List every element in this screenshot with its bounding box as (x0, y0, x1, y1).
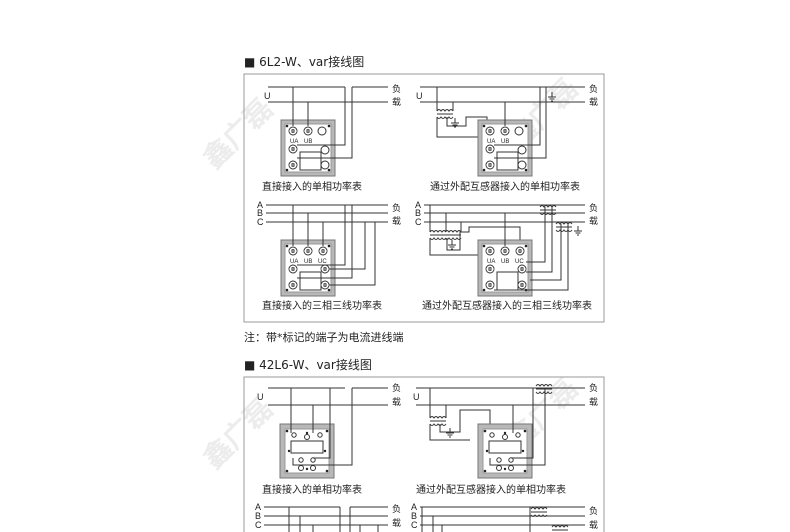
diagram-caption: 直接接入的单相功率表 (262, 180, 362, 193)
line-label-c: C (257, 217, 264, 227)
diagram-caption: 通过外配互感器接入的三相三线功率表 (422, 299, 592, 312)
diagram-single-phase-ct: U 负 载 UA UB 通过外配互感器接入的单相功率表 (416, 83, 598, 193)
line-label-u: U (416, 91, 423, 101)
diagram-caption: 通过外配互感器接入的单相功率表 (430, 180, 580, 193)
line-label-c: C (255, 520, 262, 530)
load-label: 负 (589, 83, 598, 94)
diagram-three-phase-direct: A B C 负 载 UA UB UC 直接接入的三相三线功率表 (257, 200, 401, 312)
terminal-label: UC (318, 259, 327, 265)
transformer-icon (555, 222, 573, 232)
load-label: 负 (392, 503, 401, 514)
load-label: 负 (392, 382, 401, 393)
load-label: 载 (589, 96, 598, 107)
load-label: 负 (589, 202, 598, 213)
transformer-icon (429, 416, 447, 426)
terminal-label: UB (501, 139, 509, 145)
watermark-left-2: 鑫广磊 (197, 392, 280, 475)
line-label-b: B (257, 208, 263, 218)
line-label-a: A (255, 502, 261, 512)
diagram-caption: 直接接入的单相功率表 (262, 483, 362, 496)
diagram-caption: 直接接入的三相三线功率表 (262, 299, 382, 312)
terminal-label: UB (501, 259, 509, 265)
load-label: 载 (392, 96, 401, 107)
load-label: 负 (392, 83, 401, 94)
power-meter (477, 423, 533, 479)
power-meter (279, 423, 335, 479)
transformer-icon (551, 525, 569, 532)
transformer-icon (436, 109, 454, 119)
line-label-u: U (257, 392, 264, 402)
transformer-icon (429, 230, 447, 240)
line-label-a: A (411, 502, 417, 512)
terminal-label: UB (304, 259, 312, 265)
line-label-b: B (415, 208, 421, 218)
line-label-a: A (415, 200, 421, 210)
line-label-u: U (264, 91, 271, 101)
diagram-42l6-single-phase-ct: U 负 载 通过外配互感器接入的单相功率表 (413, 382, 598, 496)
line-label-c: C (415, 217, 422, 227)
terminal-label: UA (487, 139, 495, 145)
transformer-icon (530, 507, 548, 517)
terminal-label: UA (290, 139, 298, 145)
watermark-left-1: 鑫广磊 (197, 92, 280, 175)
diagram-caption: 通过外配互感器接入的单相功率表 (416, 483, 566, 496)
load-label: 载 (589, 396, 598, 407)
line-label-a: A (257, 200, 263, 210)
section-title-6l2: ■ 6L2-W、var接线图 (244, 54, 364, 69)
line-label-c: C (411, 520, 418, 530)
diagram-42l6-three-phase-partial: A B C 负 载 A B C 负 载 (255, 502, 598, 532)
diagram-box-42l6 (243, 376, 605, 532)
section-title-42l6: ■ 42L6-W、var接线图 (244, 357, 372, 372)
load-label: 载 (589, 215, 598, 226)
terminal-label: UB (304, 139, 312, 145)
diagram-box-6l2 (243, 73, 605, 323)
terminal-label: UC (515, 259, 524, 265)
note-text: 注：带*标记的端子为电流进线端 (244, 330, 404, 344)
line-label-u: U (413, 392, 420, 402)
load-label: 负 (589, 505, 598, 516)
line-label-b: B (255, 511, 261, 521)
load-label: 负 (392, 202, 401, 213)
terminal-label: UA (290, 259, 298, 265)
line-label-b: B (411, 511, 417, 521)
load-label: 负 (589, 382, 598, 393)
load-label: 载 (392, 517, 401, 528)
diagram-three-phase-ct: A B C 负 载 UA UB UC 通过外配互感器接入的三相三线功率表 (415, 200, 598, 312)
load-label: 载 (392, 215, 401, 226)
load-label: 载 (392, 396, 401, 407)
terminal-label: UA (487, 259, 495, 265)
diagram-42l6-single-phase-direct: U 负 载 直接接入的单相功率表 (257, 382, 401, 496)
diagram-single-phase-direct: U 负 载 UA UB 直接接入的单相功率表 (262, 83, 401, 193)
load-label: 载 (589, 519, 598, 530)
